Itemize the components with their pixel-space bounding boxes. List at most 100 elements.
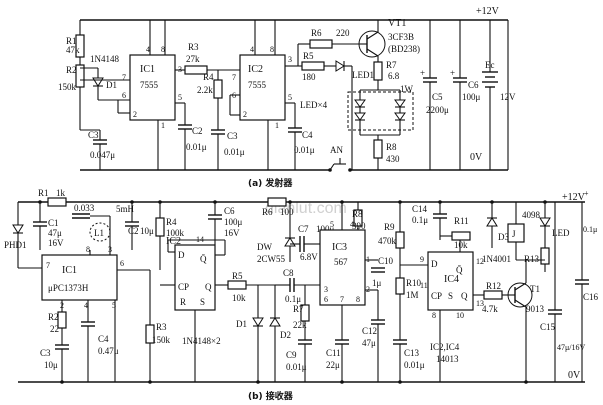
rx-c3-value: 10μ [44, 360, 58, 370]
rx-d2-label: D2 [280, 330, 291, 340]
rx-r6-label: R6 [262, 207, 273, 217]
rx-ic1-pin3: 3 [108, 245, 112, 254]
rx-c10-value: 1μ [372, 278, 382, 288]
receiver-gnd: 0V [568, 370, 581, 381]
rx-r7-value: 22k [293, 320, 307, 330]
c5-label: C5 [432, 92, 443, 102]
rx-ic1-box [41, 254, 118, 301]
rx-4098: 4098 [522, 210, 541, 220]
rx-l1-value: 5mH [116, 204, 135, 214]
rx-ic4-pin13: 13 [476, 299, 484, 308]
rx-ic4-pin11: 11 [420, 281, 428, 290]
rx-d3-part: 1N4001 [482, 254, 511, 264]
d1-part: 1N4148 [90, 54, 119, 64]
c3-label: C3 [88, 130, 99, 140]
r6-resistor [309, 39, 333, 49]
ic1-pin1: 1 [161, 121, 165, 130]
r4-value: 2.2k [197, 85, 213, 95]
transmitter-gnd: 0V [470, 152, 483, 163]
r4-label: R4 [203, 72, 214, 82]
rx-ic3-box [319, 229, 366, 306]
rx-c16-label: C16 [583, 292, 599, 302]
rx-ic3-pin4: 4 [350, 220, 354, 229]
rx-ic4-pin8: 8 [432, 311, 436, 320]
rx-d3-label: D3 [498, 232, 509, 242]
rx-ic2-q: Q [205, 282, 212, 292]
rx-ic1-label: IC1 [62, 265, 77, 276]
rx-r1-value: 1k [56, 188, 66, 198]
rx-c7-value: 100μ [316, 224, 335, 234]
rx-ic2-cp: CP [178, 282, 189, 292]
rx-c11-value: 22μ [326, 360, 340, 370]
rx-ic4-pin10: 10 [456, 311, 464, 320]
rx-ic4-qbar: Q̄ [456, 265, 463, 275]
dw-label: DW [257, 242, 272, 252]
rx-c11-label: C11 [326, 348, 341, 358]
rx-r9-value: 470k [378, 236, 397, 246]
r7-value: 6.8 [388, 71, 400, 81]
rx-ic4-s: S [448, 291, 453, 301]
rx-t1-label: T1 [530, 284, 540, 294]
ic2-pin2: 2 [243, 110, 247, 119]
rx-ic2-label: IC2 [166, 236, 181, 247]
rx-r13-label: R13 [524, 254, 540, 264]
rx-c6-label: C6 [224, 206, 235, 216]
rx-r5-label: R5 [232, 271, 243, 281]
rx-ic4-pin12: 12 [476, 257, 484, 266]
rx-r4-label: R4 [166, 217, 177, 227]
c2-value: 0.01μ [186, 142, 207, 152]
rx-r11-resistor [451, 231, 471, 241]
d1-diode [92, 77, 104, 87]
r3-label: R3 [188, 42, 199, 52]
transmitter-caption: (a) 发射器 [248, 177, 293, 189]
rx-ic4-pin9: 9 [420, 255, 424, 264]
rx-d1-label: D1 [236, 319, 247, 329]
led-array-box [347, 91, 414, 131]
rx-c16-value: 0.1μ [583, 225, 597, 234]
r8-label: R8 [386, 142, 397, 152]
rx-r8-label: R8 [352, 209, 363, 219]
vt1-label: VT1 [388, 18, 406, 29]
rx-c1-volt: 16V [48, 238, 64, 248]
c6-label: C6 [468, 80, 479, 90]
rx-r11-label: R11 [454, 216, 469, 226]
vt1-part2: (BD238) [388, 44, 420, 54]
rx-c14-label: C14 [412, 204, 428, 214]
rx-c13-value: 0.01μ [404, 360, 425, 370]
rx-t1-part: 9013 [526, 304, 545, 314]
rx-c8-label: C8 [283, 268, 294, 278]
rx-ic4-box [427, 251, 474, 311]
c3b-value: 0.01μ [224, 147, 245, 157]
rx-r6-resistor [267, 197, 287, 207]
rx-ic1-pin6: 6 [120, 259, 124, 268]
rx-ic-pair: IC2,IC4 [430, 342, 460, 352]
rx-r10-value: 1M [406, 290, 419, 300]
ic1-label: IC1 [140, 64, 155, 75]
r5-resistor [301, 61, 325, 71]
rx-ic2-box [174, 244, 216, 311]
rx-r8-value: 390 [352, 221, 366, 231]
rx-r13-resistor [540, 247, 550, 265]
rx-r10-label: R10 [406, 278, 422, 288]
led-array-diode-3 [354, 112, 366, 121]
rx-ic3-label: IC3 [332, 242, 347, 253]
rx-c10-label: C10 [378, 256, 394, 266]
rx-r7-label: R7 [293, 304, 304, 314]
ec-label: Ec [485, 60, 495, 70]
r1-value: 47k [66, 45, 80, 55]
rx-ic2-r: R [180, 297, 186, 307]
receiver-circuit: +12V 0V + R1 1k PHD1 C1 47μ 16V 0.033 L1… [4, 188, 599, 402]
rx-r4-resistor [155, 217, 165, 237]
rx-c12-label: C12 [362, 326, 377, 336]
dw-zener [284, 237, 296, 247]
rx-ic1-part: μPC1373H [48, 283, 89, 293]
rx-ic2-s: S [200, 297, 205, 307]
rx-c8-value: 0.1μ [285, 294, 301, 304]
c2-label: C2 [192, 126, 203, 136]
phd1-photodiode [12, 224, 24, 234]
rx-r12-resistor [483, 290, 503, 300]
vt1-transistor [358, 30, 386, 58]
rx-r6-value: 100 [280, 207, 294, 217]
ic2-pin1: 1 [275, 121, 279, 130]
